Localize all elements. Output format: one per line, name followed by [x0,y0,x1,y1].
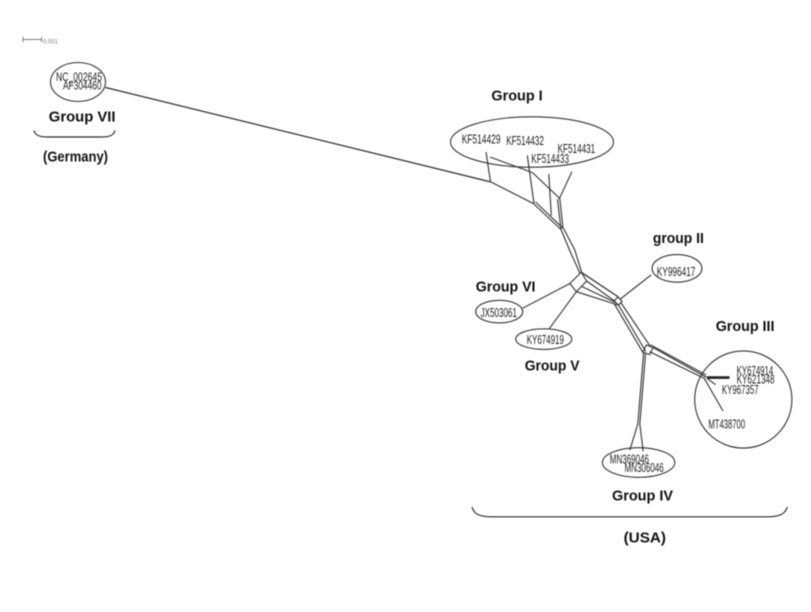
svg-text:0.001: 0.001 [43,40,59,46]
svg-text:Group V: Group V [525,358,580,375]
svg-text:KY967357: KY967357 [722,383,759,397]
svg-text:MT438700: MT438700 [708,418,745,432]
svg-text:group II: group II [653,230,704,247]
svg-text:KF514429: KF514429 [462,132,501,146]
svg-text:Group VII: Group VII [49,108,116,125]
svg-text:KF514432: KF514432 [506,134,544,148]
svg-text:Group I: Group I [491,87,542,104]
svg-text:KY674914: KY674914 [737,364,774,378]
svg-text:KY621348: KY621348 [737,373,775,387]
svg-text:KY674919: KY674919 [527,333,564,347]
svg-text:AF304460: AF304460 [63,81,102,93]
svg-text:JX503061: JX503061 [481,306,517,320]
svg-text:KF514431: KF514431 [558,142,596,156]
svg-text:Group III: Group III [716,318,775,335]
svg-text:MN369046: MN369046 [610,453,649,467]
svg-text:NC_002645: NC_002645 [56,72,102,84]
svg-text:KY996417: KY996417 [657,265,696,279]
svg-text:(USA): (USA) [624,530,666,547]
svg-text:MN306046: MN306046 [625,461,664,475]
svg-text:KF514433: KF514433 [531,152,569,166]
svg-text:Group IV: Group IV [612,488,673,505]
svg-text:(Germany): (Germany) [43,149,108,166]
svg-text:Group VI: Group VI [476,278,536,295]
